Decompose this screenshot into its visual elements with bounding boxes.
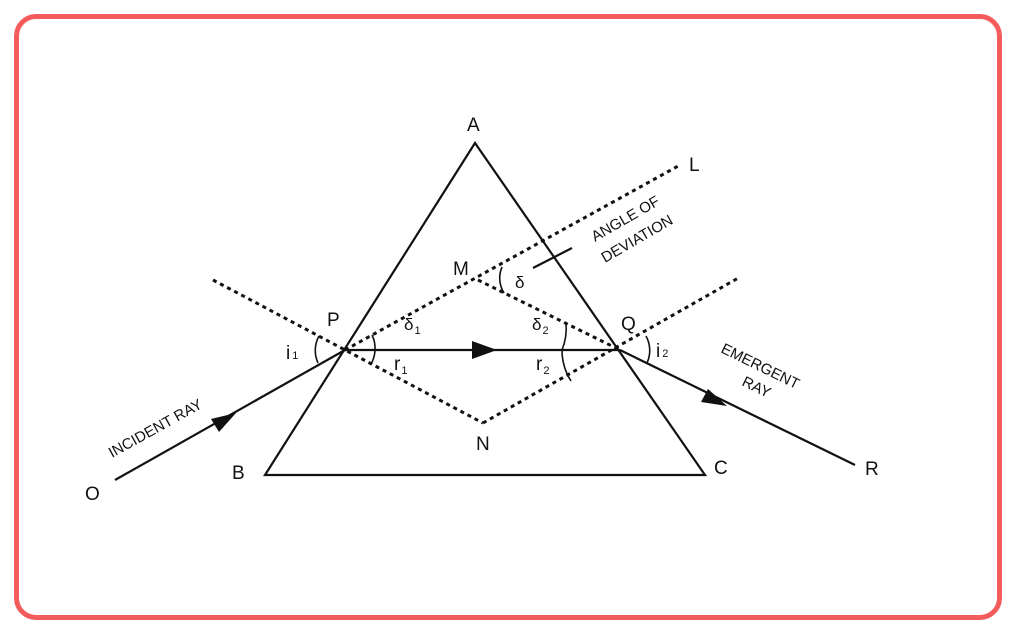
arc-r2 — [561, 349, 572, 382]
arc-d2 — [561, 322, 568, 351]
refracted-arrowhead — [472, 341, 497, 359]
point-O: O — [85, 484, 100, 505]
point-B: B — [232, 463, 245, 484]
arc-d — [498, 266, 505, 294]
prism-triangle — [263, 141, 708, 477]
arc-d1 — [371, 334, 376, 351]
emergent-arrowhead — [701, 389, 727, 406]
normal-at-P — [212, 278, 484, 425]
emergent-ray — [619, 349, 856, 466]
diagram-frame — [14, 14, 1002, 620]
deviation-pointer — [532, 247, 573, 269]
emergent-ray-extension — [477, 278, 621, 352]
point-P: P — [327, 310, 340, 331]
incident-arrowhead — [211, 413, 236, 432]
point-A: A — [467, 115, 480, 136]
point-Q: Q — [621, 314, 636, 335]
point-L: L — [689, 155, 700, 176]
incident-ray-label: INCIDENT RAY — [106, 396, 206, 462]
angle-r1: r1 — [394, 354, 407, 377]
arc-r1 — [370, 349, 376, 365]
point-R: R — [865, 459, 879, 480]
angle-d: δ — [515, 273, 524, 292]
point-C: C — [714, 458, 728, 479]
point-N: N — [476, 434, 490, 455]
angle-d2: δ2 — [532, 315, 549, 337]
angle-d1: δ1 — [404, 315, 421, 337]
angle-r2: r2 — [536, 354, 549, 377]
point-M: M — [453, 259, 469, 280]
arc-i1 — [314, 335, 320, 364]
arc-i2 — [645, 335, 651, 364]
